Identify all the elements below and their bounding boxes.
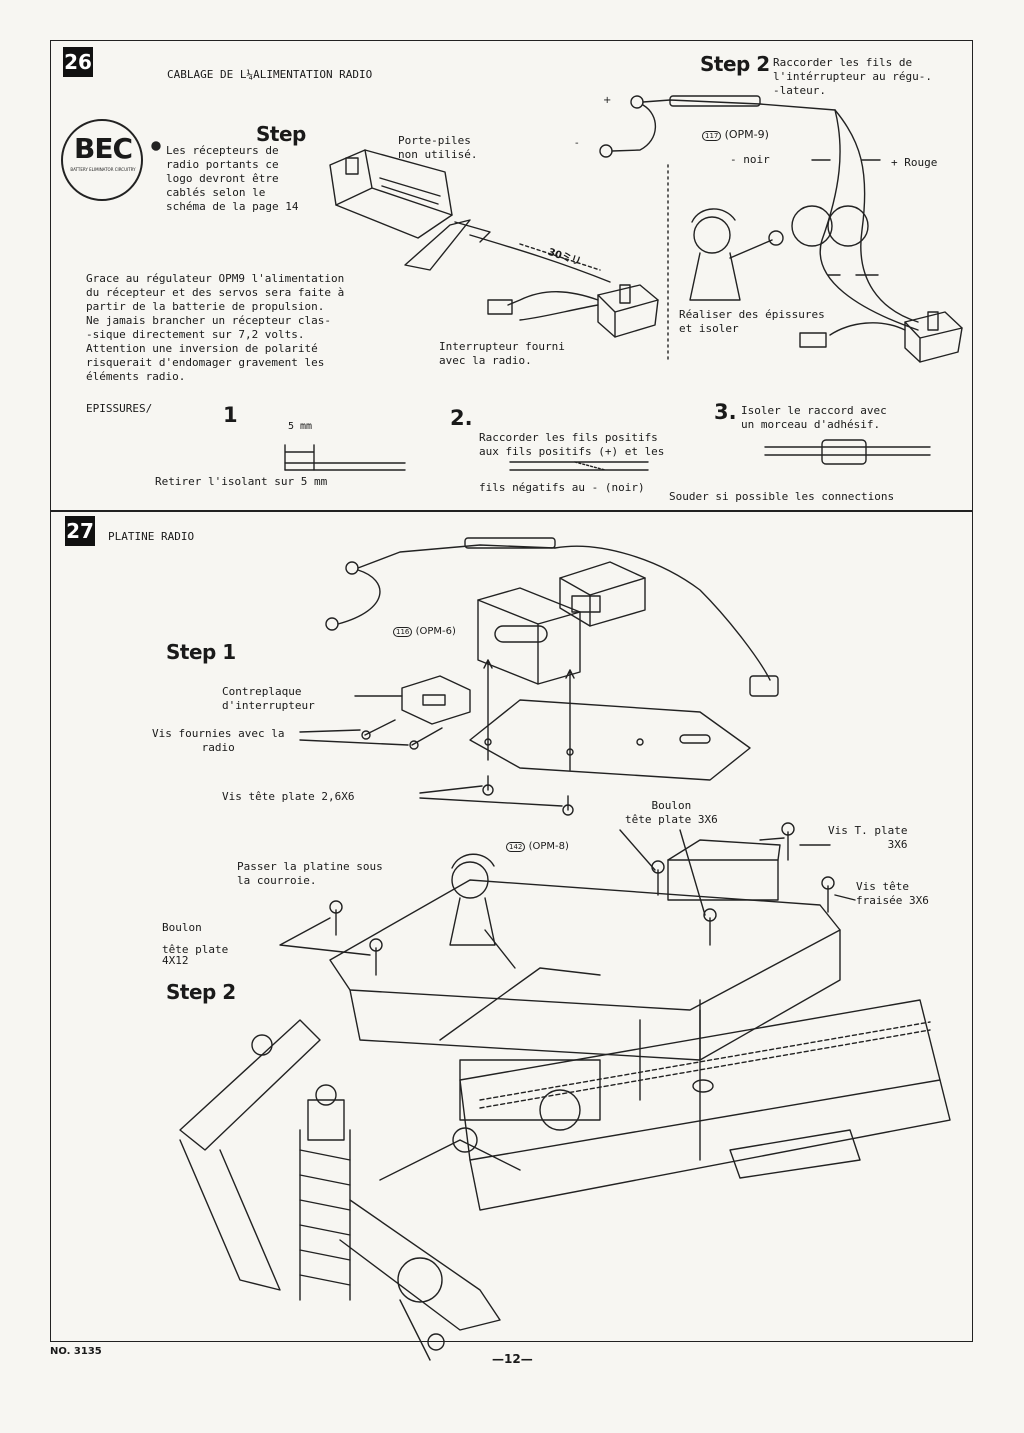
noir-label: - noir xyxy=(730,153,770,166)
section-number-27: 27 xyxy=(65,516,95,546)
plus-terminal: + xyxy=(603,95,612,106)
join-instruction-2: fils négatifs au - (noir) xyxy=(479,481,645,494)
step2-heading-27: Step 2 xyxy=(166,980,236,1004)
minus-terminal: - xyxy=(575,138,579,149)
vis-fraisee-label: Vis tête fraisée 3X6 xyxy=(856,880,929,907)
strip-length: 5 mm xyxy=(288,421,313,432)
regulateur-note: Grace au régulateur OPM9 l'alimentation … xyxy=(86,272,345,383)
strip-instruction: Retirer l'isolant sur 5 mm xyxy=(155,475,328,488)
opm9-label: (OPM-9) xyxy=(724,128,769,141)
page-number: —12— xyxy=(492,1352,533,1366)
bec-logo-text: BEC xyxy=(73,132,133,165)
opm9-number: 117 xyxy=(702,131,722,141)
passer-platine-label: Passer la platine sous la courroie. xyxy=(237,860,383,887)
vis-fournies-label: Vis fournies avec la radio xyxy=(152,727,285,754)
document-number: NO. 3135 xyxy=(50,1346,102,1357)
boulon-4x12-label: Boulon tête plate 4X12 xyxy=(162,921,229,967)
epissure-step-3: 3. xyxy=(714,400,737,424)
epissure-step-2: 2. xyxy=(450,406,473,430)
opm9-part: 117 (OPM-9) xyxy=(702,128,769,141)
bec-logo-subtitle: BATTERY ELIMINATOR CIRCUITRY xyxy=(70,167,136,172)
step2-text: Raccorder les fils de l'intérrupteur au … xyxy=(773,56,932,97)
solder-instruction: Souder si possible les connections xyxy=(669,490,895,503)
step2-heading-26: Step 2 xyxy=(700,52,770,76)
section-title-27: PLATINE RADIO xyxy=(108,530,195,543)
page-frame xyxy=(50,40,973,1342)
contreplaque-label: Contreplaque d'interrupteur xyxy=(222,685,315,712)
rouge-label: + Rouge xyxy=(891,156,938,169)
opm6-part: 116 (OPM-6) xyxy=(393,626,456,637)
porte-piles-label: Porte-piles non utilisé. xyxy=(398,134,478,161)
epissure-step-1: 1 xyxy=(223,403,238,427)
section-title: CABLAGE DE L¼ALIMENTATION RADIO xyxy=(167,68,373,81)
epissures-title: EPISSURES/ xyxy=(86,402,153,415)
opm8-part: 142 (OPM-8) xyxy=(506,841,569,852)
epissures-note: Réaliser des épissures et isoler xyxy=(679,308,825,335)
vis-t-plate-label: Vis T. plate 3X6 xyxy=(828,824,908,851)
join-instruction: Raccorder les fils positifs aux fils pos… xyxy=(479,431,665,458)
step1-heading: Step 1 xyxy=(166,640,236,664)
step-heading: Step xyxy=(256,122,306,146)
section-divider xyxy=(50,510,972,512)
boulon-3x6-label: Boulon tête plate 3X6 xyxy=(625,799,718,826)
vis-tete-plate-label: Vis tête plate 2,6X6 xyxy=(222,790,355,803)
interrupteur-label: Interrupteur fourni avec la radio. xyxy=(439,340,565,367)
insulate-instruction: Isoler le raccord avec un morceau d'adhé… xyxy=(741,404,887,431)
opm6-label: (OPM-6) xyxy=(415,626,456,637)
section-number-26: 26 xyxy=(63,47,93,77)
opm8-label: (OPM-8) xyxy=(528,841,569,852)
opm6-number: 116 xyxy=(393,627,413,637)
bec-note: Les récepteurs de radio portants ce logo… xyxy=(166,144,299,213)
bec-logo: BEC BATTERY ELIMINATOR CIRCUITRY xyxy=(68,132,138,172)
opm8-number: 142 xyxy=(506,842,526,852)
